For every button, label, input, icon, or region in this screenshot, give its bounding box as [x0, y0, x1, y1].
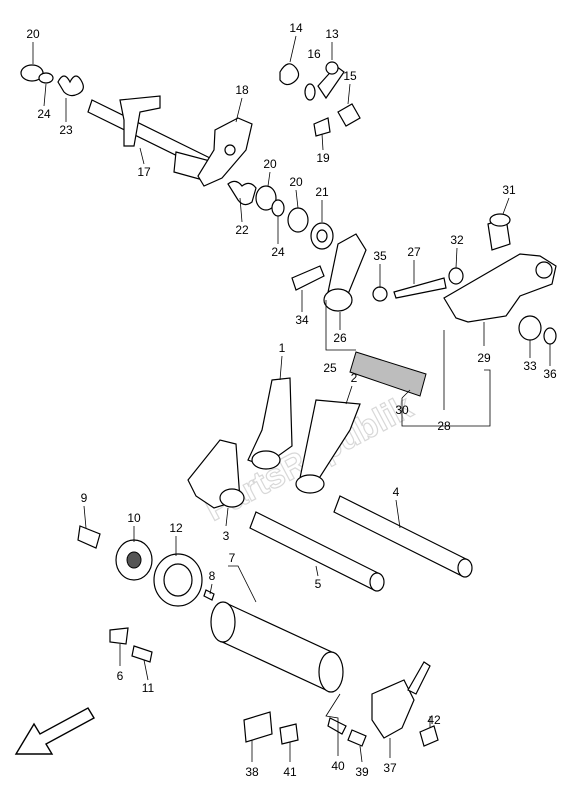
shift-drum-assembly: [77, 525, 344, 693]
callout-11: 11: [142, 681, 155, 695]
callout-30: 30: [395, 403, 409, 417]
part-24a: [38, 72, 54, 84]
callout-20b: 20: [263, 157, 277, 171]
part-11-screw: [131, 645, 153, 663]
callout-29: 29: [477, 351, 491, 365]
part-8-pin: [203, 589, 215, 601]
callout-2: 2: [351, 371, 358, 385]
callout-10: 10: [127, 511, 141, 525]
callout-26: 26: [333, 331, 347, 345]
callout-22: 22: [235, 223, 249, 237]
part-9-bolt: [77, 525, 101, 549]
callout-19: 19: [316, 151, 330, 165]
callout-36: 36: [543, 367, 557, 381]
part-36: [543, 327, 557, 345]
part-20c: [287, 207, 309, 233]
part-23-spring: [57, 75, 84, 97]
fork-rods: [249, 495, 473, 592]
part-32: [448, 267, 464, 285]
part-7-drum: [217, 603, 337, 691]
callout-12: 12: [169, 521, 183, 535]
part-33: [518, 315, 542, 341]
callout-27: 27: [407, 245, 421, 259]
part-39-pin: [347, 729, 367, 747]
callout-8: 8: [209, 569, 216, 583]
part-24b: [271, 199, 285, 217]
top-small-parts: [279, 61, 361, 137]
callout-23: 23: [59, 123, 73, 137]
callout-3: 3: [223, 529, 230, 543]
callout-39: 39: [355, 765, 369, 779]
part-20b: [255, 185, 277, 211]
callout-32: 32: [450, 233, 464, 247]
part-6-plate: [109, 627, 129, 645]
callout-24a: 24: [37, 107, 51, 121]
callout-14: 14: [289, 21, 303, 35]
callout-labels: 20 24 23 17 18 14 16 13 15 19 20 20 21 2…: [26, 21, 557, 779]
callout-21: 21: [315, 185, 329, 199]
callout-18: 18: [235, 83, 249, 97]
part-34-bolt: [291, 265, 325, 291]
callout-16: 16: [307, 47, 321, 61]
callout-6: 6: [117, 669, 124, 683]
callout-35: 35: [373, 249, 387, 263]
part-16: [304, 83, 316, 101]
leader-lines: [32, 35, 551, 763]
lower-right-parts: [243, 661, 439, 747]
part-14-spring: [279, 63, 300, 86]
callout-7: 7: [229, 551, 236, 565]
callout-4: 4: [393, 485, 400, 499]
callout-9: 9: [81, 491, 88, 505]
shift-forks: [187, 377, 361, 509]
callout-41: 41: [283, 765, 297, 779]
callout-25: 25: [323, 361, 337, 375]
gear-shift-lever-assembly: [291, 213, 557, 397]
callout-13: 13: [325, 27, 339, 41]
part-22-spring: [227, 180, 257, 206]
callout-40: 40: [331, 759, 345, 773]
part-19-bolt: [313, 117, 331, 137]
callout-20c: 20: [289, 175, 303, 189]
callout-33: 33: [523, 359, 537, 373]
callout-34: 34: [295, 313, 309, 327]
part-35: [372, 286, 388, 302]
callout-31: 31: [502, 183, 516, 197]
callout-20a: 20: [26, 27, 40, 41]
part-41-bolt: [279, 723, 299, 745]
callout-1: 1: [279, 341, 286, 355]
part-38-plate: [243, 711, 273, 743]
callout-17: 17: [137, 165, 151, 179]
callout-24b: 24: [271, 245, 285, 259]
callout-42: 42: [427, 713, 441, 727]
direction-arrow: [14, 707, 95, 755]
shift-shaft-assembly: [20, 64, 334, 250]
part-40-spring: [327, 717, 347, 735]
callout-37: 37: [383, 761, 397, 775]
part-28-lever: [443, 253, 557, 323]
callout-5: 5: [315, 577, 322, 591]
part-30-pedal: [349, 351, 427, 397]
part-2-fork: [299, 399, 361, 481]
callout-28: 28: [437, 419, 451, 433]
part-27-rod: [393, 277, 447, 299]
part-17-arm: [119, 95, 161, 147]
part-37-stopper: [371, 679, 415, 739]
callout-15: 15: [343, 69, 357, 83]
callout-38: 38: [245, 765, 259, 779]
part-15-bolt: [337, 103, 361, 127]
part-42-bolt: [419, 725, 439, 747]
